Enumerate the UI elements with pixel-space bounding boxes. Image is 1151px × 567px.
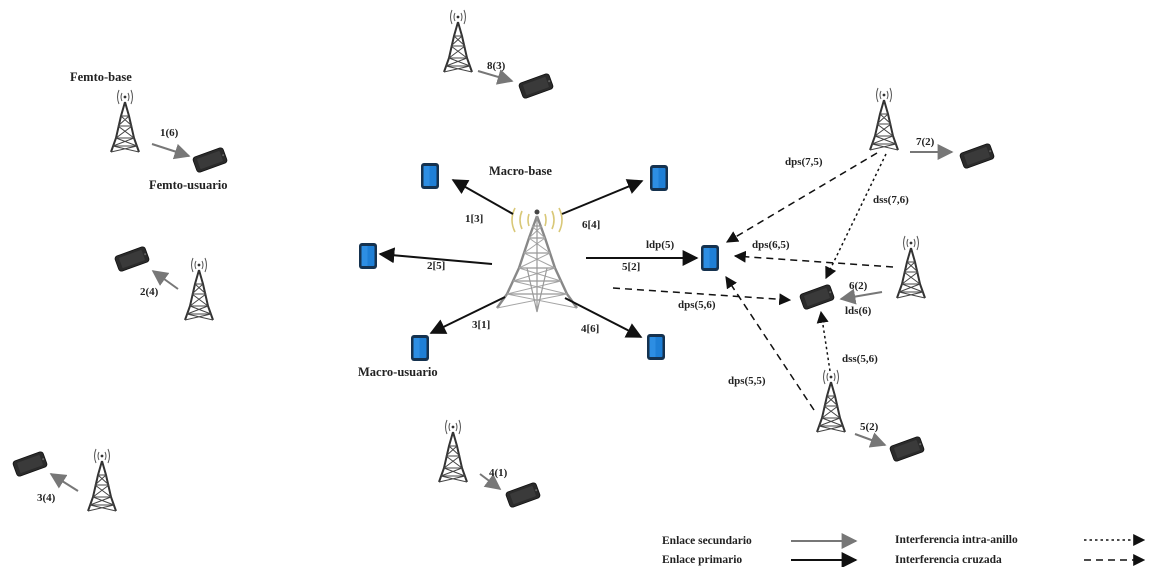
interference-dps56-line [612,287,792,306]
femto-link-7-label: 7(2) [916,136,935,148]
femto-link-1-label: 1(6) [160,127,179,139]
legend-cross-label: Interferencia cruzada [895,554,1002,566]
femto-user-1-icon [191,146,229,174]
femto-user-3-icon [11,450,49,478]
interference-lds6-label: lds(6) [845,305,872,317]
macro-user-6-icon [650,165,668,191]
macro-user-3-icon [411,335,429,361]
macro-user-2-icon [359,243,377,269]
macro-base-tower-icon [496,207,578,313]
macro-user-label: Macro-usuario [358,365,438,379]
macro-link-4-label: 4[6] [581,323,599,335]
macro-link-2-label: 2[5] [427,260,445,272]
femto-link-3-arrow [49,473,79,492]
macro-user-5-icon [701,245,719,271]
femto-base-8-icon [443,9,473,73]
interference-dps56-label: dps(5,6) [678,299,716,311]
femto-user-4-icon [504,481,542,509]
interference-dss76-line [825,153,887,280]
macro-link-3-label: 3[1] [472,319,490,331]
femto-base-5-icon [816,369,846,433]
femto-link-4-label: 4(1) [489,467,508,479]
macro-link-5-label: 5[2] [622,261,640,273]
legend-intra-label: Interferencia intra-anillo [895,534,1018,546]
femto-base-2-icon [184,257,214,321]
legend-primary-label: Enlace primario [662,554,742,566]
femto-user-8-icon [517,72,555,100]
femto-base-7-icon [869,87,899,151]
femto-link-4-arrow [479,473,502,490]
macro-link-3-arrow [429,296,506,334]
femto-link-2-label: 2(4) [140,286,159,298]
macro-link-1-label: 1[3] [465,213,483,225]
interference-dss56-label: dss(5,6) [842,353,878,365]
interference-dps55-label: dps(5,5) [728,375,766,387]
macro-link-4-arrow [564,297,643,338]
femto-link-6-arrow [839,288,883,305]
macro-link-6-label: 6[4] [582,219,600,231]
femto-user-label: Femto-usuario [149,178,227,192]
femto-base-label: Femto-base [70,70,132,84]
legend-secondary-label: Enlace secundario [662,535,752,547]
interference-dps65-label: dps(6,5) [752,239,790,251]
macro-link-2-arrow [378,247,493,265]
macro-link-1-arrow [451,179,514,215]
femto-user-5-icon [888,435,926,463]
femto-link-8-arrow [477,69,514,85]
femto-link-1-arrow [151,143,191,160]
interference-dps55-line [725,275,815,411]
legend: Enlace secundario Enlace primario Interf… [662,533,1146,567]
femto-link-2-arrow [151,270,179,290]
interference-dss56-line [816,310,831,372]
interference-dps75-label: dps(7,5) [785,156,823,168]
femto-link-6-label: 6(2) [849,280,868,292]
interference-dss76-label: dss(7,6) [873,194,909,206]
femto-link-3-label: 3(4) [37,492,56,504]
femto-link-8-label: 8(3) [487,60,506,72]
femto-base-6-icon [896,235,926,299]
femto-base-1-icon [110,89,140,153]
femto-user-7-icon [958,142,996,170]
femto-user-2-icon [113,245,151,273]
interference-dps75-line [725,152,878,243]
interference-dps65-line [733,250,894,268]
femto-base-3-icon [87,448,117,512]
femto-base-4-icon [438,419,468,483]
macro-base-label: Macro-base [489,164,552,178]
macro-user-4-icon [647,334,665,360]
macro-user-1-icon [421,163,439,189]
macro-link-6-arrow [561,179,644,215]
femto-user-6-icon [798,283,836,311]
femto-link-5-label: 5(2) [860,421,879,433]
interference-ldp5-label: ldp(5) [646,239,674,251]
femto-link-5-arrow [854,432,887,448]
